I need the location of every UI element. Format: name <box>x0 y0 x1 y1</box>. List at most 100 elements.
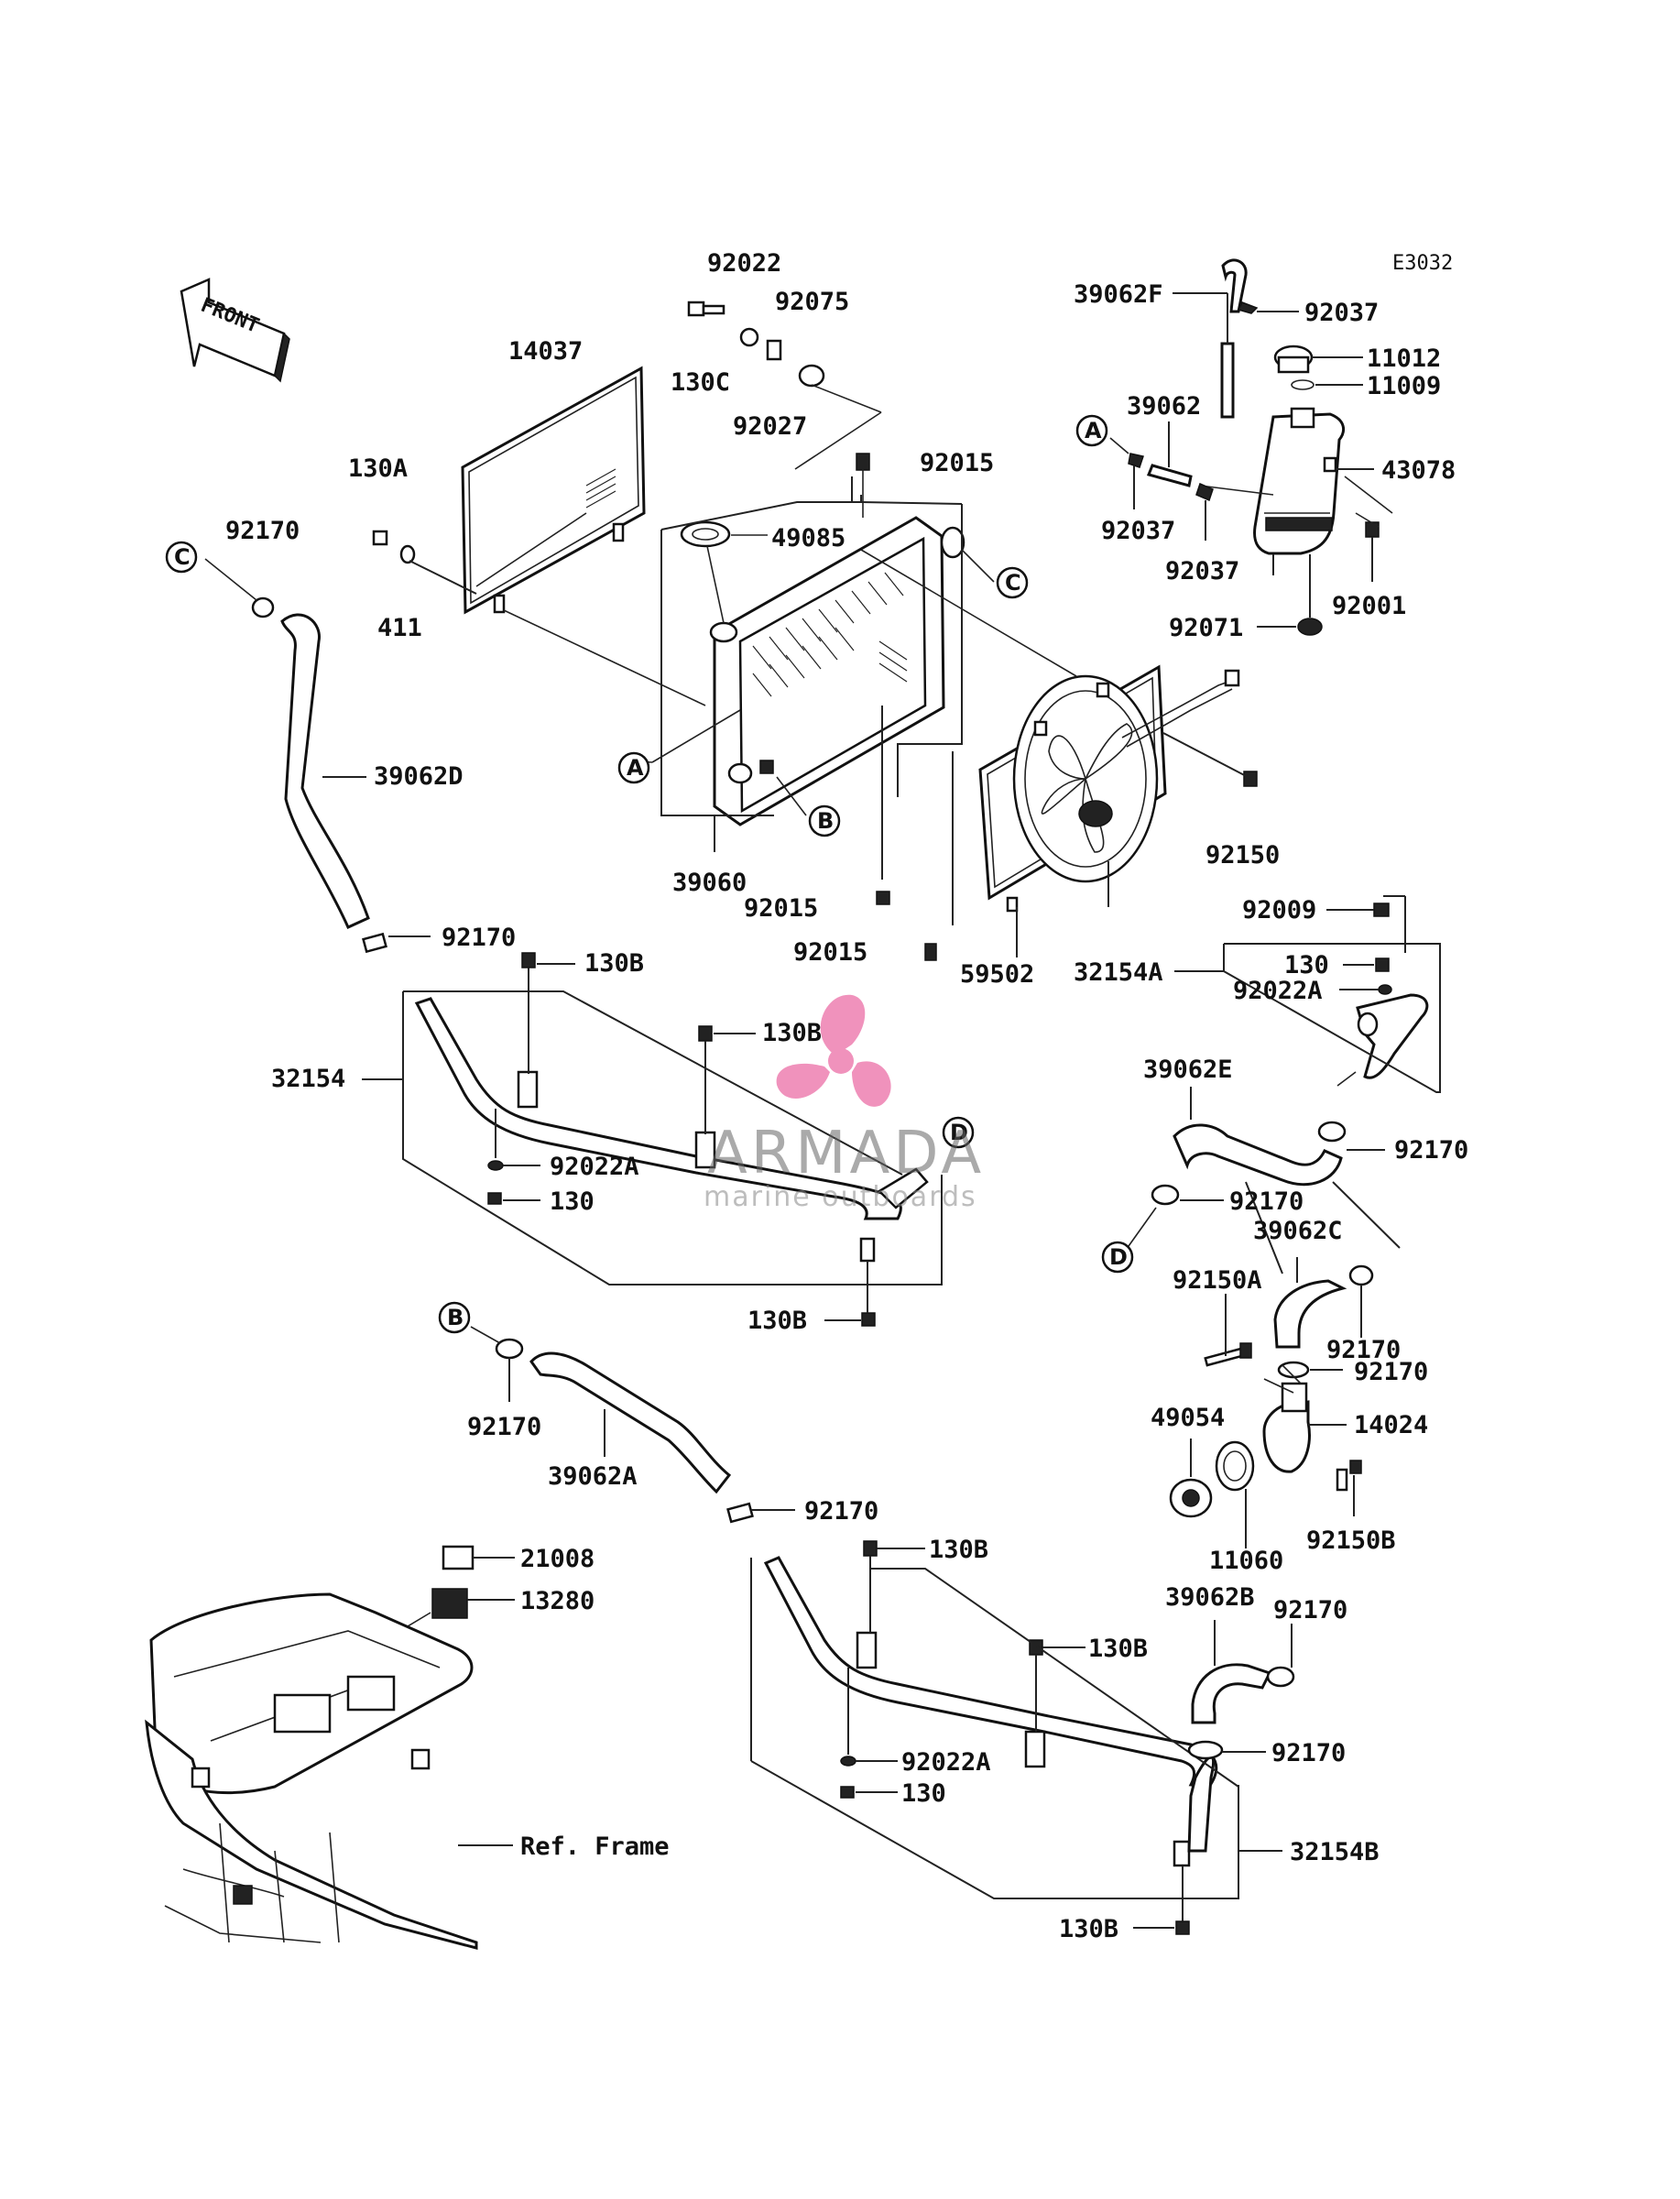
washer-92022a-right <box>1378 984 1392 995</box>
label-92170-b1: 92170 <box>467 1413 541 1441</box>
radiator-screen <box>461 366 646 615</box>
label-92037-a: 92037 <box>1304 299 1379 327</box>
clip-92015-top <box>856 453 870 471</box>
watermark-tagline: marine outboards <box>704 1181 977 1213</box>
label-92022: 92022 <box>707 249 781 278</box>
label-130b-c: 130B <box>747 1307 807 1335</box>
callout-d-right: D <box>1101 1241 1134 1274</box>
front-arrow-icon: FRONT <box>180 278 290 383</box>
label-92022a-left: 92022A <box>550 1153 639 1181</box>
callout-b-bottom: B <box>438 1301 471 1334</box>
thermostat-housing-14024 <box>1262 1382 1311 1473</box>
label-92037-b: 92037 <box>1101 517 1175 545</box>
svg-text:D: D <box>1109 1244 1128 1270</box>
label-92022a-right: 92022A <box>1233 977 1323 1005</box>
label-32154: 32154 <box>271 1065 345 1093</box>
label-92071: 92071 <box>1169 614 1243 642</box>
label-130b-b: 130B <box>762 1019 822 1047</box>
bolt-130b-c <box>861 1312 876 1327</box>
clamp-92170-r2 <box>1151 1184 1180 1206</box>
label-32154a: 32154A <box>1074 958 1163 987</box>
label-92170-top: 92170 <box>225 517 300 545</box>
bolt-92150b <box>1336 1460 1362 1492</box>
pipe-32154b <box>763 1556 1218 1867</box>
label-130b-d: 130B <box>929 1536 988 1564</box>
label-11060: 11060 <box>1209 1547 1283 1575</box>
hose-39062 <box>1146 464 1193 487</box>
label-92015-mid: 92015 <box>744 894 818 923</box>
label-32154b: 32154B <box>1290 1838 1380 1866</box>
radiator-cap <box>680 520 731 548</box>
label-11012: 11012 <box>1367 345 1441 373</box>
callout-c-radiator: C <box>996 566 1029 599</box>
svg-text:A: A <box>627 755 644 781</box>
svg-text:C: C <box>1005 570 1021 596</box>
nut-130-bot <box>840 1786 855 1799</box>
label-130-bot: 130 <box>901 1779 946 1808</box>
label-39062: 39062 <box>1127 392 1201 421</box>
clamp-92170-b3 <box>1266 1666 1295 1688</box>
bolt-130-right <box>1375 957 1390 972</box>
clamp-92170-top <box>251 596 275 618</box>
label-92075: 92075 <box>775 288 849 316</box>
label-92150b: 92150B <box>1306 1526 1396 1555</box>
hose-39062f <box>1220 258 1248 419</box>
washer-92022a-left <box>487 1160 504 1171</box>
label-39062e: 39062E <box>1143 1056 1233 1084</box>
watermark-brand: ARMADA <box>707 1120 985 1187</box>
label-39062b: 39062B <box>1165 1583 1255 1612</box>
bolt-92001 <box>1365 521 1380 538</box>
clamp-92170-b2 <box>726 1502 754 1524</box>
label-49054: 49054 <box>1151 1404 1225 1432</box>
relay-13280 <box>431 1588 468 1619</box>
label-411: 411 <box>377 614 422 642</box>
clamp-92037-b <box>1128 453 1144 468</box>
label-21008: 21008 <box>520 1545 595 1573</box>
label-43078: 43078 <box>1381 456 1456 485</box>
relay-21008 <box>442 1545 475 1570</box>
bolt-130b-b <box>698 1025 713 1042</box>
svg-text:A: A <box>1085 418 1102 443</box>
gasket-11009 <box>1291 379 1315 390</box>
svg-text:C: C <box>174 544 191 570</box>
radiator <box>709 516 965 826</box>
label-130-left: 130 <box>550 1187 595 1216</box>
callout-c-left: C <box>165 541 198 574</box>
clamp-92170-b4 <box>1187 1740 1224 1760</box>
clamp-92170-r4 <box>1277 1361 1310 1379</box>
label-11009: 11009 <box>1367 372 1441 400</box>
svg-text:B: B <box>817 808 834 834</box>
grommet-92075 <box>798 364 825 388</box>
clamp-92170-r3 <box>1348 1264 1374 1286</box>
label-130a: 130A <box>348 454 408 483</box>
label-92015-top: 92015 <box>920 449 994 477</box>
label-92170-r4: 92170 <box>1354 1358 1428 1386</box>
clamp-92037-a <box>1237 301 1259 314</box>
clip-92015-mid <box>876 891 890 905</box>
label-92150a: 92150A <box>1173 1266 1262 1295</box>
watermark: ARMADA marine outboards <box>704 994 985 1213</box>
bolt-130a <box>372 530 388 546</box>
hose-39062b <box>1191 1663 1272 1724</box>
label-92170-b4: 92170 <box>1271 1739 1346 1767</box>
callout-d-pipe: D <box>942 1116 975 1149</box>
fan-shroud <box>978 664 1167 913</box>
label-92022a-bot: 92022A <box>901 1748 991 1777</box>
propeller-logo-icon <box>776 994 891 1107</box>
hose-39062d <box>280 613 370 929</box>
hose-39062c <box>1273 1279 1347 1349</box>
grommet-92071 <box>1297 618 1323 636</box>
bolt-130b-f <box>1175 1920 1190 1935</box>
svg-text:D: D <box>950 1120 968 1145</box>
label-130b-a: 130B <box>584 949 644 978</box>
label-92037-c: 92037 <box>1165 557 1239 585</box>
label-92009: 92009 <box>1242 896 1316 924</box>
label-92170-r3: 92170 <box>1326 1336 1401 1364</box>
label-92170-left: 92170 <box>442 924 516 952</box>
hose-39062a <box>529 1351 732 1494</box>
label-92170-r2: 92170 <box>1229 1187 1304 1216</box>
gasket-11060 <box>1215 1440 1255 1492</box>
fan-wire <box>1121 669 1240 748</box>
bolt-92150a <box>1204 1342 1252 1367</box>
